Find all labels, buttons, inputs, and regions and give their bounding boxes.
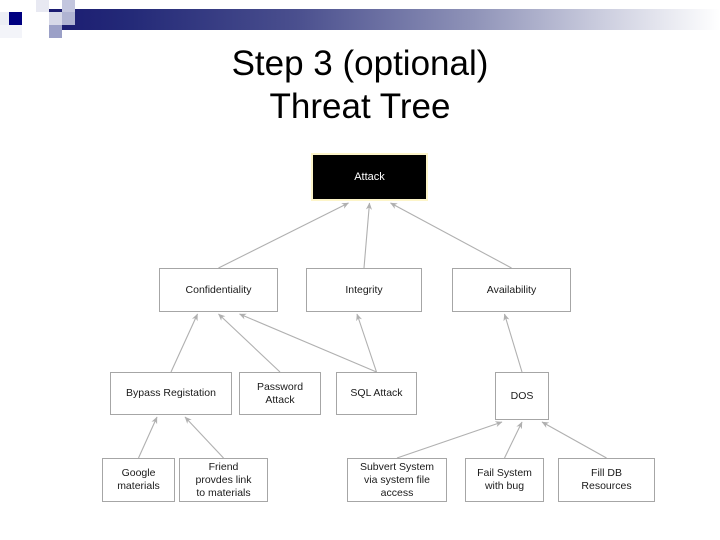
tree-node-attack[interactable]: Attack — [311, 153, 428, 201]
edge-google-to-bypass — [137, 416, 158, 459]
edge-integrity-to-attack — [363, 202, 373, 269]
edge-sql-to-confidentiality — [239, 313, 377, 373]
edge-sql-to-integrity — [356, 313, 378, 373]
tree-node-confidentiality[interactable]: Confidentiality — [159, 268, 278, 312]
tree-node-label: Password Attack — [256, 380, 304, 406]
header-square-medium-blue — [49, 25, 62, 38]
tree-node-label: Google materials — [117, 467, 160, 492]
tree-node-password[interactable]: Password Attack — [239, 372, 321, 415]
tree-node-label: Subvert System via system file access — [359, 460, 435, 499]
tree-node-friend[interactable]: Friend provdes link to materials — [179, 458, 268, 502]
tree-node-availability[interactable]: Availability — [452, 268, 571, 312]
threat-tree-connectors — [137, 202, 607, 459]
header-square-tint-top — [36, 0, 49, 12]
edge-dos-to-availability — [503, 313, 523, 373]
edge-availability-to-attack — [390, 202, 512, 269]
edge-failsys-to-dos — [504, 421, 523, 459]
tree-node-sql[interactable]: SQL Attack — [336, 372, 417, 415]
tree-node-label: Integrity — [345, 283, 383, 296]
tree-node-label: Confidentiality — [185, 283, 252, 296]
tree-node-label: Friend provdes link to materials — [195, 460, 252, 499]
page-title-line-1: Step 3 (optional) — [231, 44, 489, 83]
edge-password-to-confidentiality — [218, 313, 281, 373]
tree-node-google[interactable]: Google materials — [102, 458, 175, 502]
edge-friend-to-bypass — [184, 416, 224, 459]
tree-node-subvert[interactable]: Subvert System via system file access — [347, 458, 447, 502]
tree-node-dos[interactable]: DOS — [495, 372, 549, 420]
header-square-navy — [9, 12, 22, 25]
edge-bypass-to-confidentiality — [170, 313, 199, 373]
header-square-pale-lower-left — [0, 25, 22, 38]
header-gradient-bar — [36, 9, 720, 30]
tree-node-label: SQL Attack — [350, 387, 403, 399]
tree-node-label: Fail System with bug — [477, 467, 532, 492]
tree-node-label: Availability — [486, 283, 537, 296]
header-square-pale-left — [0, 12, 9, 25]
tree-node-label: DOS — [510, 389, 534, 402]
edge-confidentiality-to-attack — [218, 202, 349, 269]
tree-node-bypass[interactable]: Bypass Registation — [110, 372, 232, 415]
header-square-lavender-mid — [62, 12, 75, 25]
header-square-white-lower — [22, 25, 36, 38]
tree-node-integrity[interactable]: Integrity — [306, 268, 422, 312]
tree-node-failsys[interactable]: Fail System with bug — [465, 458, 544, 502]
tree-node-label: Fill DB Resources — [581, 467, 632, 492]
tree-node-label: Attack — [354, 170, 385, 183]
tree-node-filldb[interactable]: Fill DB Resources — [558, 458, 655, 502]
edge-filldb-to-dos — [541, 421, 607, 459]
header-square-white-mid — [36, 12, 49, 25]
tree-node-label: Bypass Registation — [126, 387, 216, 399]
page-title: Step 3 (optional) Threat Tree — [0, 42, 720, 128]
header-square-lavender-top — [62, 0, 75, 12]
page-title-line-2: Threat Tree — [269, 87, 451, 126]
header-decoration — [0, 0, 720, 46]
edge-subvert-to-dos — [396, 421, 503, 459]
header-square-light-blue — [49, 12, 62, 25]
header-square-white-bottom — [36, 25, 49, 38]
